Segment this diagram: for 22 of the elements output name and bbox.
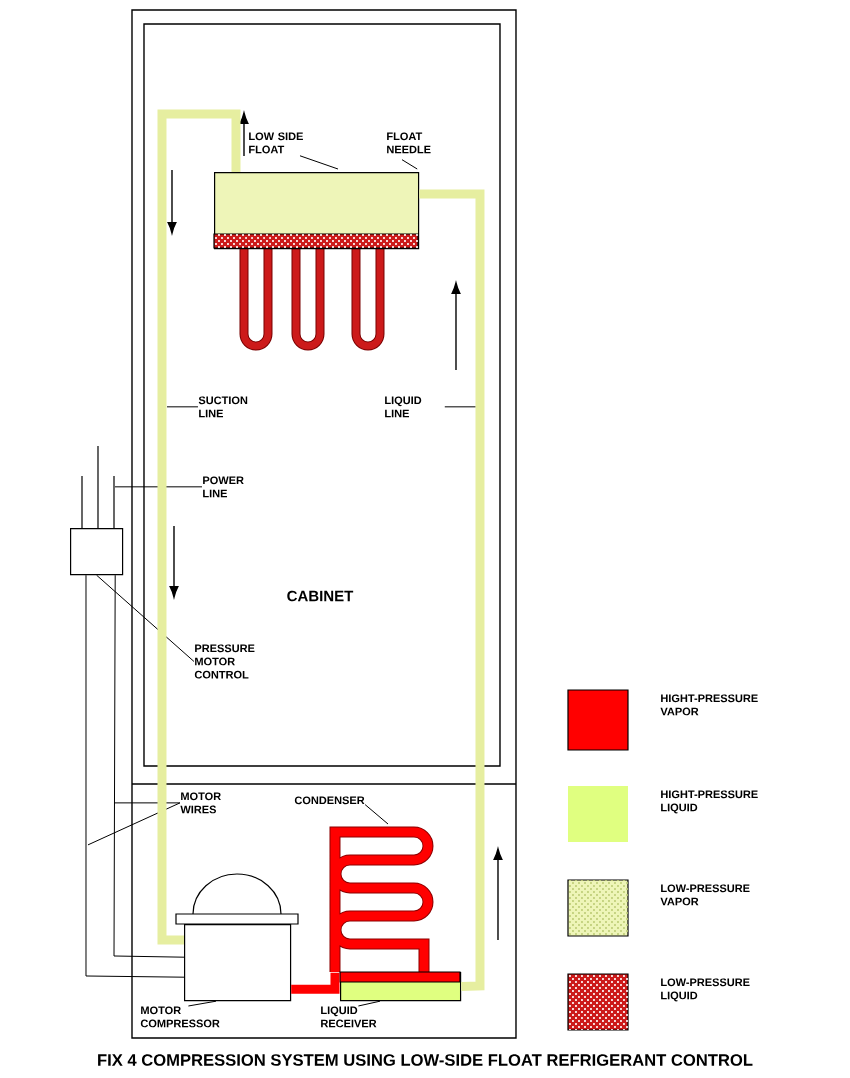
leader-line	[357, 1000, 381, 1007]
wire	[85, 574, 185, 978]
leader-line	[444, 406, 477, 408]
leader-line	[87, 802, 181, 846]
leader-line	[187, 1000, 217, 1007]
pipe	[157, 109, 241, 945]
pipe	[291, 972, 340, 994]
leader-line	[96, 574, 195, 662]
pipe	[419, 189, 485, 992]
caption: FIX 4 COMPRESSION SYSTEM USING LOW-SIDE FLOAT REFRIGERANT CONTROL	[98, 1054, 753, 1066]
control-box	[70, 528, 124, 576]
leader-line	[114, 486, 203, 488]
receiver-tank	[339, 971, 462, 1002]
leader-line	[364, 804, 389, 825]
compressor-drawing	[175, 873, 299, 1002]
wire	[113, 574, 185, 958]
leader-line	[401, 159, 418, 170]
condenser-coil	[329, 826, 434, 972]
float-chamber	[213, 172, 420, 250]
leader-line	[166, 406, 199, 408]
leader-line	[113, 802, 181, 804]
leader-line	[299, 155, 339, 170]
